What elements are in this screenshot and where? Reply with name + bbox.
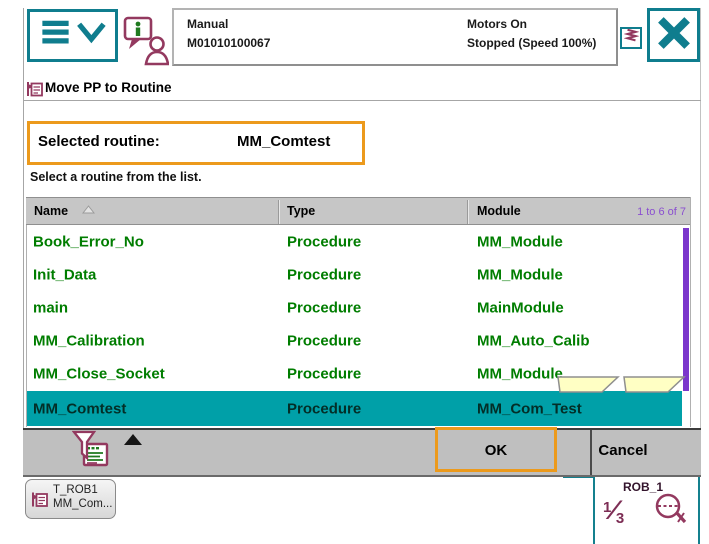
routine-name: Init_Data: [33, 266, 97, 283]
scroll-indicator: [550, 376, 692, 399]
routine-row[interactable]: Init_Data Procedure MM_Module: [27, 258, 682, 291]
annotation-box-selected-routine: [27, 121, 365, 165]
task-icon: [31, 490, 48, 514]
fraction-denominator: 3: [615, 510, 625, 527]
operator-window-button[interactable]: [123, 16, 170, 71]
fraction-slash: ⁄: [611, 495, 616, 525]
selected-routine-value: MM_Comtest: [237, 133, 331, 150]
routine-row[interactable]: MM_Calibration Procedure MM_Auto_Calib: [27, 324, 682, 357]
cancel-button[interactable]: Cancel: [598, 442, 648, 459]
sort-ascending-icon: [81, 204, 95, 218]
task-name: T_ROB1: [53, 484, 98, 496]
routine-type: Procedure: [287, 400, 362, 417]
routine-row[interactable]: Book_Error_No Procedure MM_Module: [27, 225, 682, 258]
routine-type: Procedure: [287, 299, 362, 316]
close-icon: [653, 12, 695, 59]
routine-name: MM_Calibration: [33, 332, 145, 349]
dialog-title: Move PP to Routine: [45, 80, 172, 95]
mechanical-unit-name: ROB_1: [623, 480, 664, 494]
controller-status-panel[interactable]: Manual M01010100067 Motors On Stopped (S…: [172, 8, 618, 66]
routine-module: MM_Module: [477, 233, 563, 250]
column-header-type[interactable]: Type: [287, 204, 316, 218]
system-id: M01010100067: [187, 36, 271, 50]
routine-type: Procedure: [287, 365, 362, 382]
instruction-text: Select a routine from the list.: [30, 170, 202, 184]
column-header-module[interactable]: Module: [477, 204, 521, 218]
table-border-right: [690, 197, 691, 427]
operator-window-icon: [123, 16, 170, 70]
routine-row[interactable]: MM_Close_Socket Procedure MM_Module: [27, 357, 682, 390]
routine-name: Book_Error_No: [33, 233, 144, 250]
routine-name: main: [33, 299, 69, 316]
hold-to-run-button[interactable]: [620, 27, 642, 49]
column-divider: [467, 200, 468, 224]
window-border-right: [700, 8, 701, 477]
row-range-label: 1 to 6 of 7: [637, 206, 686, 218]
operating-mode: Manual: [187, 17, 229, 31]
program-pointer-icon: [26, 80, 43, 103]
routine-name: MM_Comtest: [33, 400, 127, 417]
task-routine: MM_Com...: [53, 498, 113, 510]
title-separator: [23, 100, 701, 101]
routine-module: MM_Module: [477, 266, 563, 283]
routine-module: MainModule: [477, 299, 564, 316]
motors-state: Motors On: [467, 17, 527, 31]
quickset-panel[interactable]: ROB_1 1⁄3: [593, 476, 700, 544]
main-menu-button[interactable]: [27, 9, 118, 62]
annotation-box-ok: [435, 427, 557, 472]
routine-name: MM_Close_Socket: [33, 365, 165, 382]
expand-icon[interactable]: [124, 434, 142, 445]
routine-row[interactable]: main Procedure MainModule: [27, 291, 682, 324]
routine-row-selected[interactable]: MM_Comtest Procedure MM_Com_Test: [27, 391, 682, 426]
routine-type: Procedure: [287, 266, 362, 283]
ok-button[interactable]: OK: [484, 442, 508, 459]
filter-icon: [71, 430, 110, 474]
column-divider: [278, 200, 279, 224]
footer-divider: [590, 430, 592, 475]
fraction-numerator: 1: [603, 499, 612, 516]
hold-to-run-icon: [622, 28, 640, 48]
filter-button[interactable]: [71, 430, 110, 470]
vertical-scrollbar[interactable]: [683, 228, 689, 391]
routine-module: MM_Module: [477, 365, 563, 382]
menu-icon: [34, 12, 112, 59]
speed-fraction: 1⁄3: [603, 490, 624, 527]
task-window-button[interactable]: T_ROB1 MM_Com...: [25, 479, 116, 519]
routine-type: Procedure: [287, 233, 362, 250]
table-border-left: [26, 225, 27, 427]
close-button[interactable]: [647, 8, 700, 62]
mechanical-unit-icon: [653, 492, 689, 531]
table-header: Name Type Module 1 to 6 of 7: [26, 197, 690, 225]
routine-type: Procedure: [287, 332, 362, 349]
window-border-left: [23, 8, 24, 477]
column-header-name[interactable]: Name: [34, 204, 95, 218]
routine-module: MM_Auto_Calib: [477, 332, 590, 349]
run-state: Stopped (Speed 100%): [467, 36, 597, 50]
routine-module: MM_Com_Test: [477, 400, 582, 417]
selected-routine-label: Selected routine:: [38, 133, 160, 150]
